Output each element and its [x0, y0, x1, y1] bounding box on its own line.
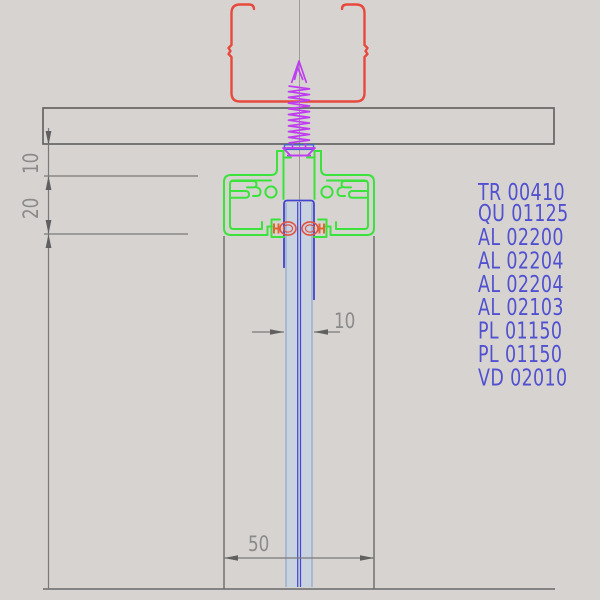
- dim-profile-height: 20: [19, 198, 43, 219]
- part-number: PL 01150: [478, 317, 562, 344]
- suspension-clip: [283, 144, 315, 151]
- glass-gaskets: [273, 221, 325, 236]
- screw: [282, 60, 316, 157]
- part-number: QU 01125: [478, 200, 569, 227]
- part-number: AL 02200: [478, 224, 564, 251]
- dim-suspension-gap: 10: [19, 153, 43, 174]
- aluminum-profile: [223, 150, 375, 238]
- parts-list: TR 00410 QU 01125 AL 02200 AL 02204 AL 0…: [477, 179, 569, 392]
- part-number: VD 02010: [478, 364, 568, 391]
- gasket-pin-icon: [273, 223, 325, 234]
- partition-wall-lines: [43, 236, 555, 590]
- dimension-labels: 10 20 10 50: [19, 153, 355, 557]
- dimension-lines: [44, 128, 374, 589]
- part-number: AL 02103: [478, 294, 564, 321]
- glass-panel: [285, 202, 313, 587]
- dim-glass-thickness: 10: [334, 309, 355, 333]
- glazing-channel: [283, 199, 315, 300]
- dimension-arrows: [45, 131, 374, 561]
- screw-threads: [287, 85, 311, 144]
- dim-profile-width: 50: [248, 532, 269, 556]
- part-number: AL 02204: [478, 271, 564, 298]
- part-number: AL 02204: [478, 247, 564, 274]
- part-number: TR 00410: [477, 179, 565, 206]
- part-number: PL 01150: [478, 341, 562, 368]
